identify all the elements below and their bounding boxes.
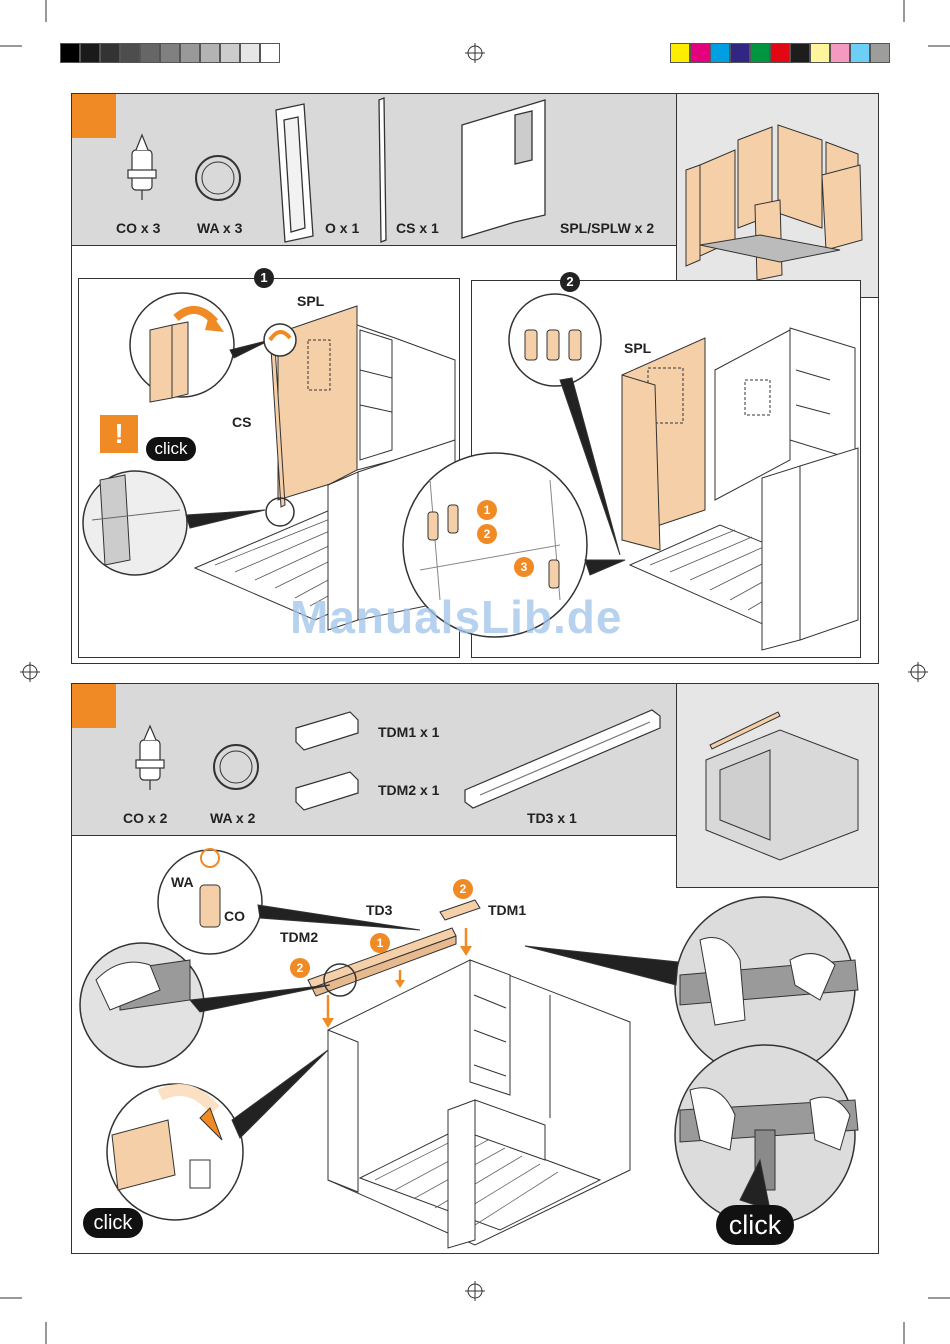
watermark: ManualsLib.de bbox=[290, 590, 622, 644]
td3-label: TD3 bbox=[366, 902, 392, 918]
wa-label: WA bbox=[171, 874, 194, 890]
tdm2-label: TDM2 bbox=[280, 929, 318, 945]
bottom-click-badge-right: click bbox=[716, 1205, 794, 1245]
bottom-click-badge-left: click bbox=[83, 1208, 143, 1238]
td3-marker: 1 bbox=[370, 933, 390, 953]
tdm1-marker: 2 bbox=[453, 879, 473, 899]
tdm2-marker: 2 bbox=[290, 958, 310, 978]
co-label: CO bbox=[224, 908, 245, 924]
tdm1-label: TDM1 bbox=[488, 902, 526, 918]
